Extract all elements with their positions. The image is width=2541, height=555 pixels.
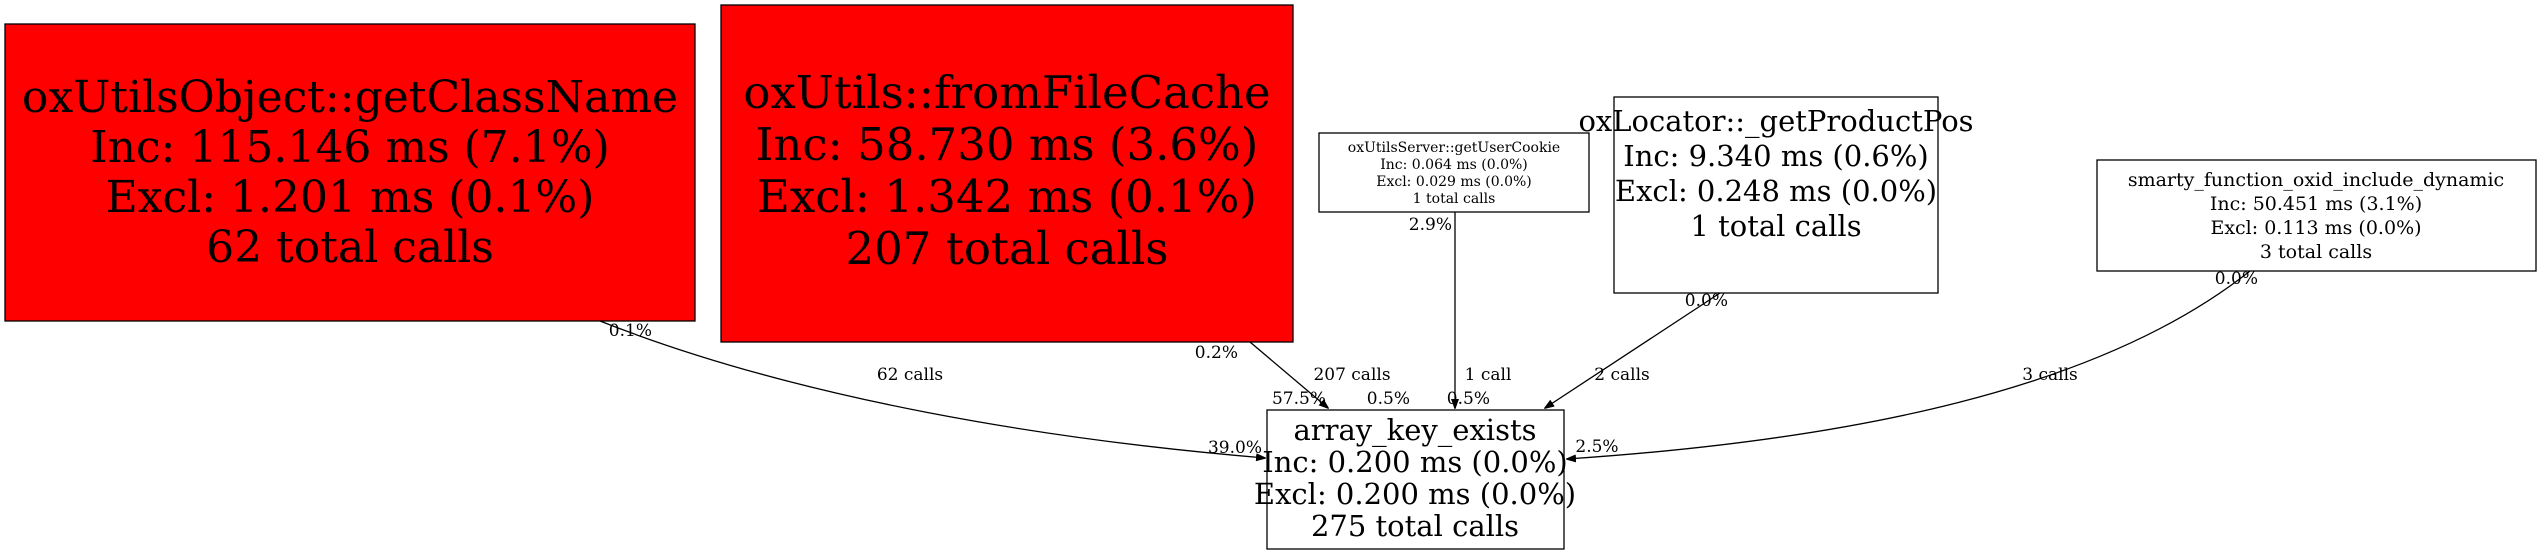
edge-getClassName-to-array_key_exists: 62 calls 0.1% 39.0% [599, 320, 1265, 458]
node-getProductPos[interactable]: oxLocator::_getProductPos Inc: 9.340 ms … [1578, 96, 1974, 294]
node-name: oxUtilsObject::getClassName [22, 72, 678, 123]
node-array_key_exists[interactable]: array_key_exists Inc: 0.200 ms (0.0%) Ex… [1254, 409, 1576, 550]
node-name: oxUtilsServer::getUserCookie [1348, 140, 1560, 156]
edge-head-pct: 0.5% [1447, 389, 1490, 409]
node-inc: Inc: 9.340 ms (0.6%) [1623, 139, 1929, 173]
edge-tail-pct: 0.0% [2215, 269, 2258, 289]
node-calls: 1 total calls [1690, 209, 1861, 243]
edge-head-pct: 0.5% [1367, 389, 1410, 409]
node-inc: Inc: 0.200 ms (0.0%) [1262, 445, 1568, 479]
edge-getProductPos-to-array_key_exists: 2 calls 0.0% 0.5% [1447, 291, 1728, 409]
edge-fromFileCache-to-array_key_exists: 207 calls 0.2% 57.5% [1195, 341, 1391, 409]
node-name: oxLocator::_getProductPos [1578, 104, 1973, 139]
node-inc: Inc: 0.064 ms (0.0%) [1380, 157, 1528, 173]
node-smarty-include-dynamic[interactable]: smarty_function_oxid_include_dynamic Inc… [2096, 159, 2537, 272]
node-excl: Excl: 0.029 ms (0.0%) [1376, 174, 1532, 190]
edge-tail-pct: 0.0% [1685, 291, 1728, 311]
edge-tail-pct: 0.1% [609, 321, 652, 341]
node-getClassName[interactable]: oxUtilsObject::getClassName Inc: 115.146… [4, 23, 696, 322]
edge-head-pct: 2.5% [1575, 437, 1618, 457]
node-fromFileCache[interactable]: oxUtils::fromFileCache Inc: 58.730 ms (3… [720, 4, 1294, 343]
edge-label: 62 calls [877, 365, 943, 385]
edge-tail-pct: 0.2% [1195, 343, 1238, 363]
edge-smarty-to-array_key_exists: 3 calls 0.0% 2.5% [1567, 269, 2258, 459]
node-excl: Excl: 0.113 ms (0.0%) [2210, 217, 2421, 239]
node-calls: 275 total calls [1311, 509, 1519, 543]
node-name: oxUtils::fromFileCache [743, 66, 1270, 119]
node-name: array_key_exists [1293, 413, 1536, 448]
node-excl: Excl: 0.200 ms (0.0%) [1254, 477, 1576, 511]
edge-label: 1 call [1465, 365, 1512, 385]
node-calls: 3 total calls [2260, 241, 2372, 263]
node-calls: 62 total calls [206, 222, 494, 273]
edge-head-pct: 39.0% [1208, 438, 1262, 458]
edge-label: 3 calls [2022, 365, 2077, 385]
edge-label: 207 calls [1313, 365, 1390, 385]
node-excl: Excl: 1.342 ms (0.1%) [757, 170, 1257, 223]
node-inc: Inc: 115.146 ms (7.1%) [90, 122, 610, 173]
node-inc: Inc: 58.730 ms (3.6%) [756, 118, 1259, 171]
edge-tail-pct: 2.9% [1409, 215, 1452, 235]
node-calls: 1 total calls [1413, 191, 1496, 207]
edge-head-pct: 57.5% [1272, 389, 1326, 409]
node-excl: Excl: 1.201 ms (0.1%) [106, 172, 595, 223]
node-name: smarty_function_oxid_include_dynamic [2128, 169, 2504, 191]
node-calls: 207 total calls [846, 222, 1169, 275]
node-getUserCookie[interactable]: oxUtilsServer::getUserCookie Inc: 0.064 … [1318, 132, 1590, 213]
node-excl: Excl: 0.248 ms (0.0%) [1615, 174, 1937, 208]
edge-getUserCookie-to-array_key_exists: 1 call 2.9% 0.5% [1367, 212, 1512, 409]
edge-label: 2 calls [1594, 365, 1649, 385]
node-inc: Inc: 50.451 ms (3.1%) [2210, 193, 2422, 215]
